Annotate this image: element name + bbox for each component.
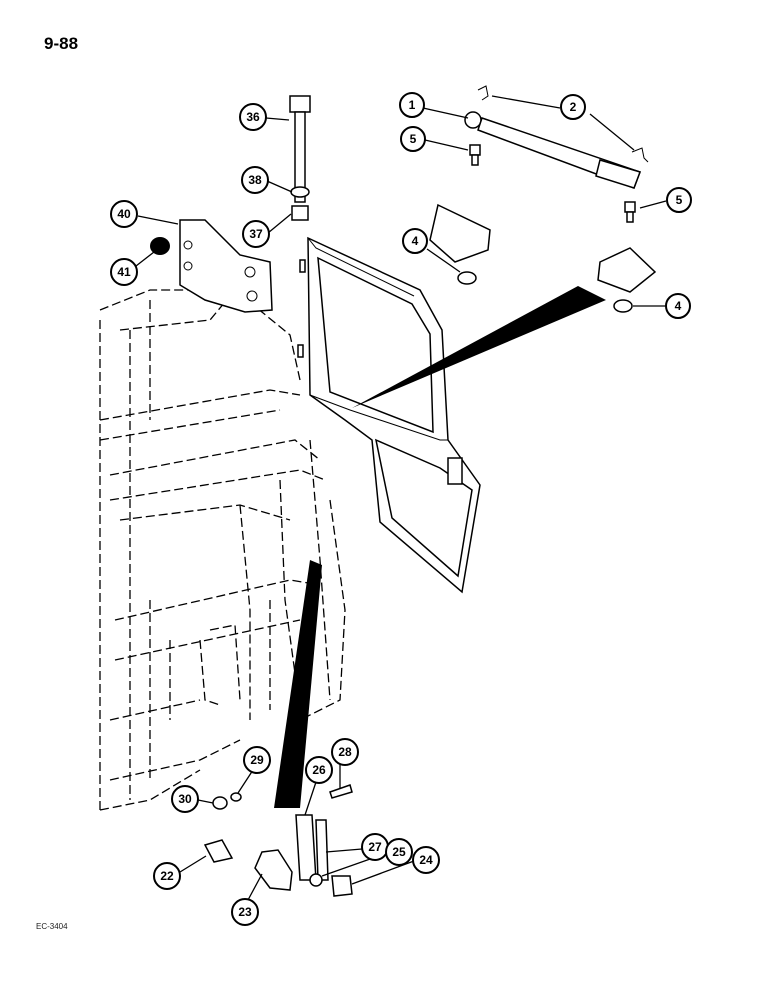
svg-text:22: 22 [160, 869, 174, 883]
svg-text:23: 23 [238, 905, 252, 919]
spacer-27 [315, 819, 329, 881]
pointer-wedge-lower [274, 560, 322, 808]
svg-text:27: 27 [368, 840, 382, 854]
svg-text:29: 29 [250, 753, 264, 767]
callout-4-lower: 4 [665, 293, 691, 319]
hinge-plate [179, 219, 273, 313]
nut-30 [212, 796, 228, 810]
callout-2: 2 [560, 94, 586, 120]
svg-text:1: 1 [409, 98, 416, 112]
svg-text:38: 38 [248, 173, 262, 187]
callout-41: 41 [110, 258, 138, 286]
washer-25 [309, 873, 323, 887]
callout-23: 23 [231, 898, 259, 926]
spacer-26 [295, 814, 317, 881]
svg-text:28: 28 [338, 745, 352, 759]
svg-text:37: 37 [249, 227, 263, 241]
callout-38: 38 [241, 166, 269, 194]
callout-25: 25 [385, 838, 413, 866]
svg-text:24: 24 [419, 853, 433, 867]
callout-27: 27 [361, 833, 389, 861]
svg-text:4: 4 [412, 234, 419, 248]
callout-36: 36 [239, 103, 267, 131]
callout-4-upper: 4 [402, 228, 428, 254]
hinge-bolt [289, 95, 311, 221]
leader-lines [135, 95, 667, 901]
callout-22: 22 [153, 862, 181, 890]
washer-29 [230, 792, 242, 802]
figure-code: EC-3404 [36, 922, 68, 931]
callout-5-lower: 5 [666, 187, 692, 213]
svg-text:5: 5 [410, 132, 417, 146]
svg-text:36: 36 [246, 110, 260, 124]
plate-23 [254, 849, 293, 891]
pin-22 [203, 839, 234, 863]
gas-strut [464, 85, 649, 223]
nut-upper [457, 271, 477, 285]
callout-28: 28 [331, 738, 359, 766]
page-number: 9-88 [44, 34, 79, 53]
pointer-wedge-upper [352, 286, 606, 408]
callout-24: 24 [412, 846, 440, 874]
callout-30: 30 [171, 785, 199, 813]
svg-text:40: 40 [117, 207, 131, 221]
svg-text:30: 30 [178, 792, 192, 806]
svg-text:4: 4 [675, 299, 682, 313]
door-frame [297, 236, 481, 594]
bracket-lower [597, 247, 657, 293]
bracket-upper [429, 203, 491, 263]
callout-37: 37 [242, 220, 270, 248]
nut-24 [331, 875, 353, 897]
nut-lower [613, 299, 633, 313]
screw-28 [329, 784, 353, 799]
cab-frame-outline [99, 289, 346, 811]
svg-text:26: 26 [312, 763, 326, 777]
callout-5-upper: 5 [400, 126, 426, 152]
callout-29: 29 [243, 746, 271, 774]
svg-text:2: 2 [570, 100, 577, 114]
svg-text:5: 5 [676, 193, 683, 207]
svg-text:41: 41 [117, 265, 131, 279]
callout-1: 1 [399, 92, 425, 118]
callout-26: 26 [305, 756, 333, 784]
plug-cap [150, 237, 170, 255]
svg-text:25: 25 [392, 845, 406, 859]
callout-40: 40 [110, 200, 138, 228]
